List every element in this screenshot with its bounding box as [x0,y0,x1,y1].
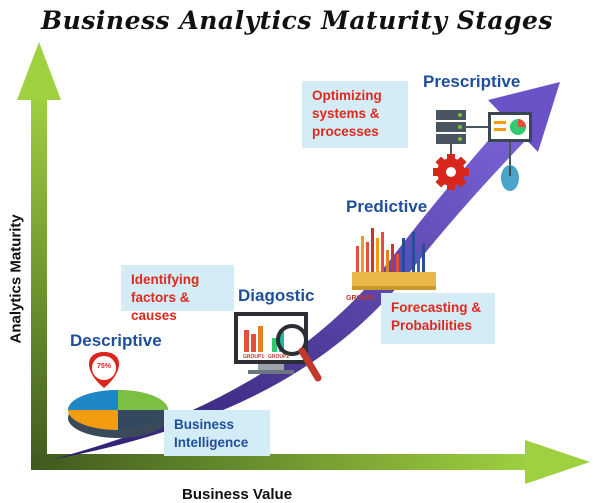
descriptive-badge: 75% [96,363,111,370]
diagnostic-group1-label: GROUP1 [243,354,264,360]
y-axis-arrow [17,42,61,470]
histogram-icon [352,228,436,290]
magnifier-icon [276,324,322,382]
page-title: Business Analytics Maturity Stages [41,6,553,35]
x-axis-arrow [31,440,590,484]
pie-chart-icon [68,390,168,438]
mouse-icon [501,165,519,191]
note-identifying-factors: Identifying factors & causes [121,265,234,323]
note-forecasting: Forecasting & Probabilities [381,293,495,344]
stage-label-descriptive: Descriptive [70,331,162,350]
stage-label-prescriptive: Prescriptive [423,72,521,91]
map-pin-icon [89,352,119,388]
predictive-group1-label: GROUP1 [346,295,376,302]
diagnostic-group2-label: GROUP2 [268,354,289,360]
y-axis-label: Analytics Maturity [7,214,25,344]
stage-label-diagnostic: Diagostic [238,286,315,305]
note-optimizing-systems: Optimizing systems & processes [302,81,408,148]
server-icon [436,110,466,160]
stage-label-predictive: Predictive [346,197,428,216]
x-axis-label: Business Value [182,486,293,503]
note-business-intelligence: Business Intelligence [164,410,270,456]
dashboard-icon [466,112,532,166]
gear-icon [433,154,469,190]
